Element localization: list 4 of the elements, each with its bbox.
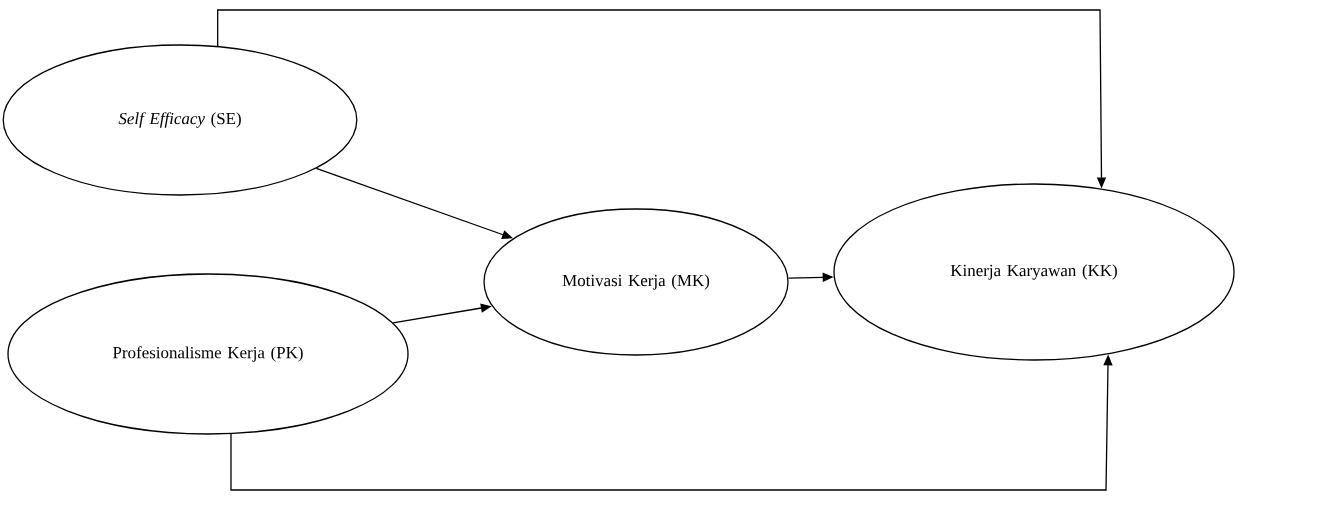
ellipse-node: Profesionalisme Kerja (PK) bbox=[7, 273, 409, 435]
ellipse-node: Kinerja Karyawan (KK) bbox=[833, 183, 1235, 361]
ellipse-node: Motivasi Kerja (MK) bbox=[483, 208, 789, 356]
ellipse-node: Self Efficacy (SE) bbox=[2, 44, 358, 196]
